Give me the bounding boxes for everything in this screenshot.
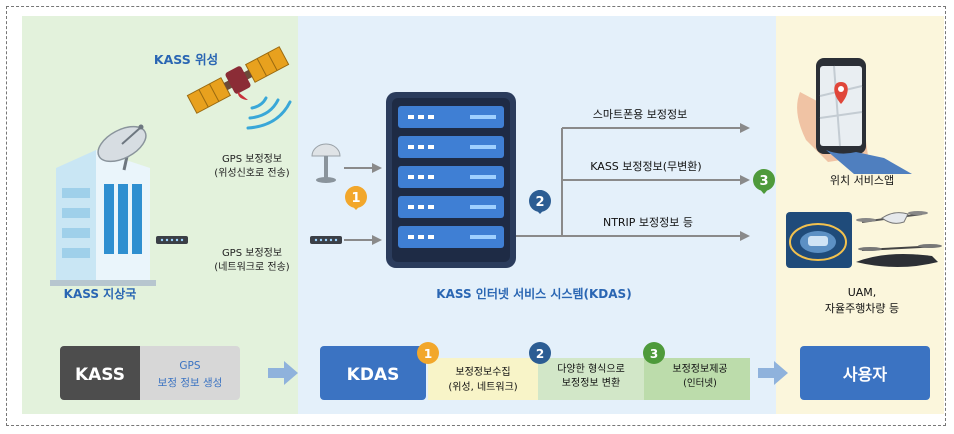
- satellite-label: KASS 위성: [154, 52, 218, 67]
- drone-icon: [856, 211, 928, 224]
- ground-station-label: KASS 지상국: [64, 286, 137, 301]
- server-label: KASS 인터넷 서비스 시스템(KDAS): [436, 286, 631, 301]
- flow-kass-desc-2: 보정 정보 생성: [158, 377, 223, 389]
- badge-3-pin: 3: [753, 169, 775, 194]
- autonomous-car-icon: [786, 212, 852, 268]
- badge-2-pin: 2: [529, 190, 551, 214]
- flow-kass-desc-1: GPS: [179, 360, 200, 372]
- satellite-link-label-2: (위성신호로 전송): [214, 166, 289, 179]
- flow-step-2-line2: 보정정보 변환: [562, 377, 620, 389]
- svg-text:3: 3: [650, 347, 658, 361]
- flow-step-2: 2 다양한 형식으로 보정정보 변환: [529, 342, 644, 400]
- signal-waves-icon: [246, 96, 292, 130]
- server-rack-icon: [386, 92, 516, 268]
- flow-user-title: 사용자: [843, 365, 887, 384]
- flow-step-1: 1 보정정보수집 (위성, 네트워크): [417, 342, 538, 400]
- ground-station-icon: [50, 124, 156, 286]
- gnss-antenna-icon: [311, 143, 341, 183]
- satellite-icon: [186, 46, 290, 114]
- flow-step-3: 3 보정정보제공 (인터넷): [643, 342, 750, 400]
- output-label-1: 스마트폰용 보정정보: [593, 108, 688, 121]
- flow-step-3-line2: (인터넷): [683, 378, 717, 389]
- flow-step-2-line1: 다양한 형식으로: [557, 363, 625, 375]
- flow-step-1-line2: (위성, 네트워크): [448, 380, 517, 393]
- badge-1-pin: 1: [345, 186, 367, 210]
- svg-text:1: 1: [351, 191, 360, 206]
- satellite-link-label-1: GPS 보정정보: [222, 153, 282, 165]
- svg-text:1: 1: [424, 347, 432, 361]
- flow-kdas-box: KDAS: [320, 346, 426, 400]
- flow-user-box: 사용자: [800, 346, 930, 400]
- network-link-label-1: GPS 보정정보: [222, 247, 282, 259]
- output-label-3: NTRIP 보정정보 등: [603, 216, 693, 229]
- output-label-2: KASS 보정정보(무변환): [590, 160, 701, 173]
- svg-text:3: 3: [759, 174, 768, 189]
- uam-aircraft-icon: [856, 244, 942, 267]
- svg-text:2: 2: [536, 347, 544, 361]
- location-service-label: 위치 서비스앱: [830, 174, 894, 187]
- flow-kdas-title: KDAS: [347, 365, 400, 385]
- mobility-label-2: 자율주행차량 등: [825, 302, 899, 315]
- flow-kass-box: KASS GPS 보정 정보 생성: [60, 346, 240, 400]
- flow-step-1-line1: 보정정보수집: [455, 366, 510, 378]
- mobility-label-1: UAM,: [848, 286, 877, 299]
- flow-arrow-1: [268, 361, 298, 385]
- flow-kass-title: KASS: [75, 365, 125, 385]
- network-device-icon: [156, 236, 188, 244]
- flow-arrow-2: [758, 361, 788, 385]
- network-device-icon: [310, 236, 342, 244]
- flow-step-3-line1: 보정정보제공: [672, 363, 727, 375]
- svg-text:2: 2: [535, 195, 544, 210]
- network-link-label-2: (네트워크로 전송): [214, 260, 289, 273]
- smartphone-location-icon: [797, 58, 912, 174]
